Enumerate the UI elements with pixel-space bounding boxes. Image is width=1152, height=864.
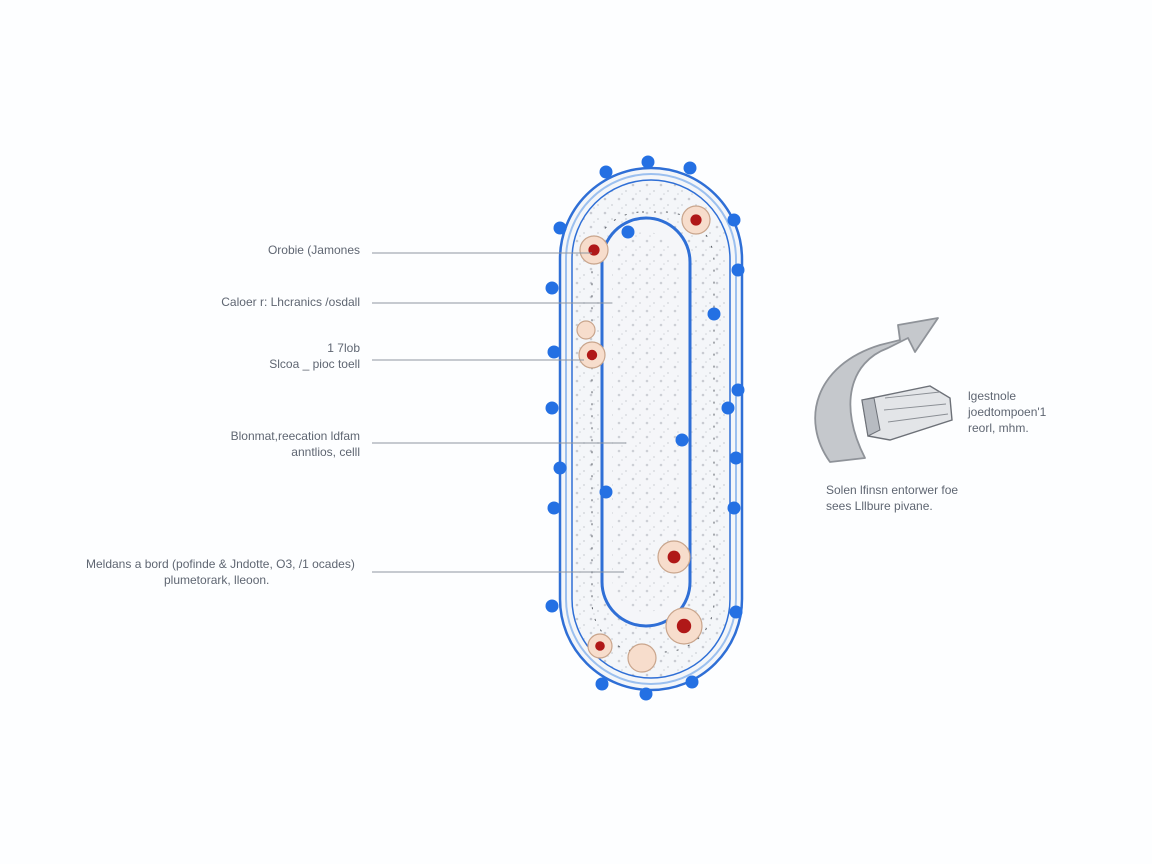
vesicle-nucleus (595, 641, 605, 651)
label-orobie: Orobie (Jamones (267, 243, 360, 257)
label-caloer: Caloer r: Lhcranics /osdall (221, 295, 360, 309)
surface-dot (547, 501, 561, 515)
vesicle (627, 643, 657, 673)
surface-dot (707, 307, 721, 321)
vesicle-nucleus (588, 244, 600, 256)
surface-dot (727, 501, 741, 515)
right-caption: Solen lfinsn entorwer foe sees Lllbure p… (826, 483, 959, 513)
surface-dot (675, 433, 689, 447)
surface-dot (545, 281, 559, 295)
vesicle (576, 320, 596, 340)
vesicle-nucleus (667, 550, 681, 564)
cytoplasm-texture (612, 232, 680, 612)
curved-arrow-icon (814, 317, 939, 463)
vesicle-nucleus (676, 618, 692, 634)
vesicle-nucleus (586, 349, 598, 361)
surface-dot (683, 161, 697, 175)
surface-dot (731, 263, 745, 277)
outer-membrane-second (565, 173, 737, 685)
surface-dot (639, 687, 653, 701)
right-side-label: lgestnole joedtompoen'1 reorl, mhm. (968, 389, 1047, 435)
surface-dot (641, 155, 655, 169)
surface-dot (545, 599, 559, 613)
leader-lines (372, 252, 626, 573)
surface-dot (621, 225, 635, 239)
vesicle-nucleus (690, 214, 702, 226)
label-slcoa: 1 7lob Slcoa _ pioc toell (269, 341, 360, 371)
surface-dot (729, 605, 743, 619)
surface-dot (599, 165, 613, 179)
surface-dot (727, 213, 741, 227)
surface-dot (721, 401, 735, 415)
surface-dot (547, 345, 561, 359)
surface-dot (595, 677, 609, 691)
surface-dot (731, 383, 745, 397)
label-meldans: Meldans a bord (pofinde & Jndotte, O3, /… (86, 557, 355, 587)
surface-dot (729, 451, 743, 465)
vesicles (576, 205, 711, 673)
surface-dot (545, 401, 559, 415)
surface-dot (553, 461, 567, 475)
surface-dot (685, 675, 699, 689)
label-blonmat: Blonmat,reecation ldfam anntlios, celll (230, 429, 360, 459)
surface-dot (553, 221, 567, 235)
surface-dots (545, 155, 745, 701)
surface-dot (599, 485, 613, 499)
rock-fragment-icon (861, 385, 953, 441)
